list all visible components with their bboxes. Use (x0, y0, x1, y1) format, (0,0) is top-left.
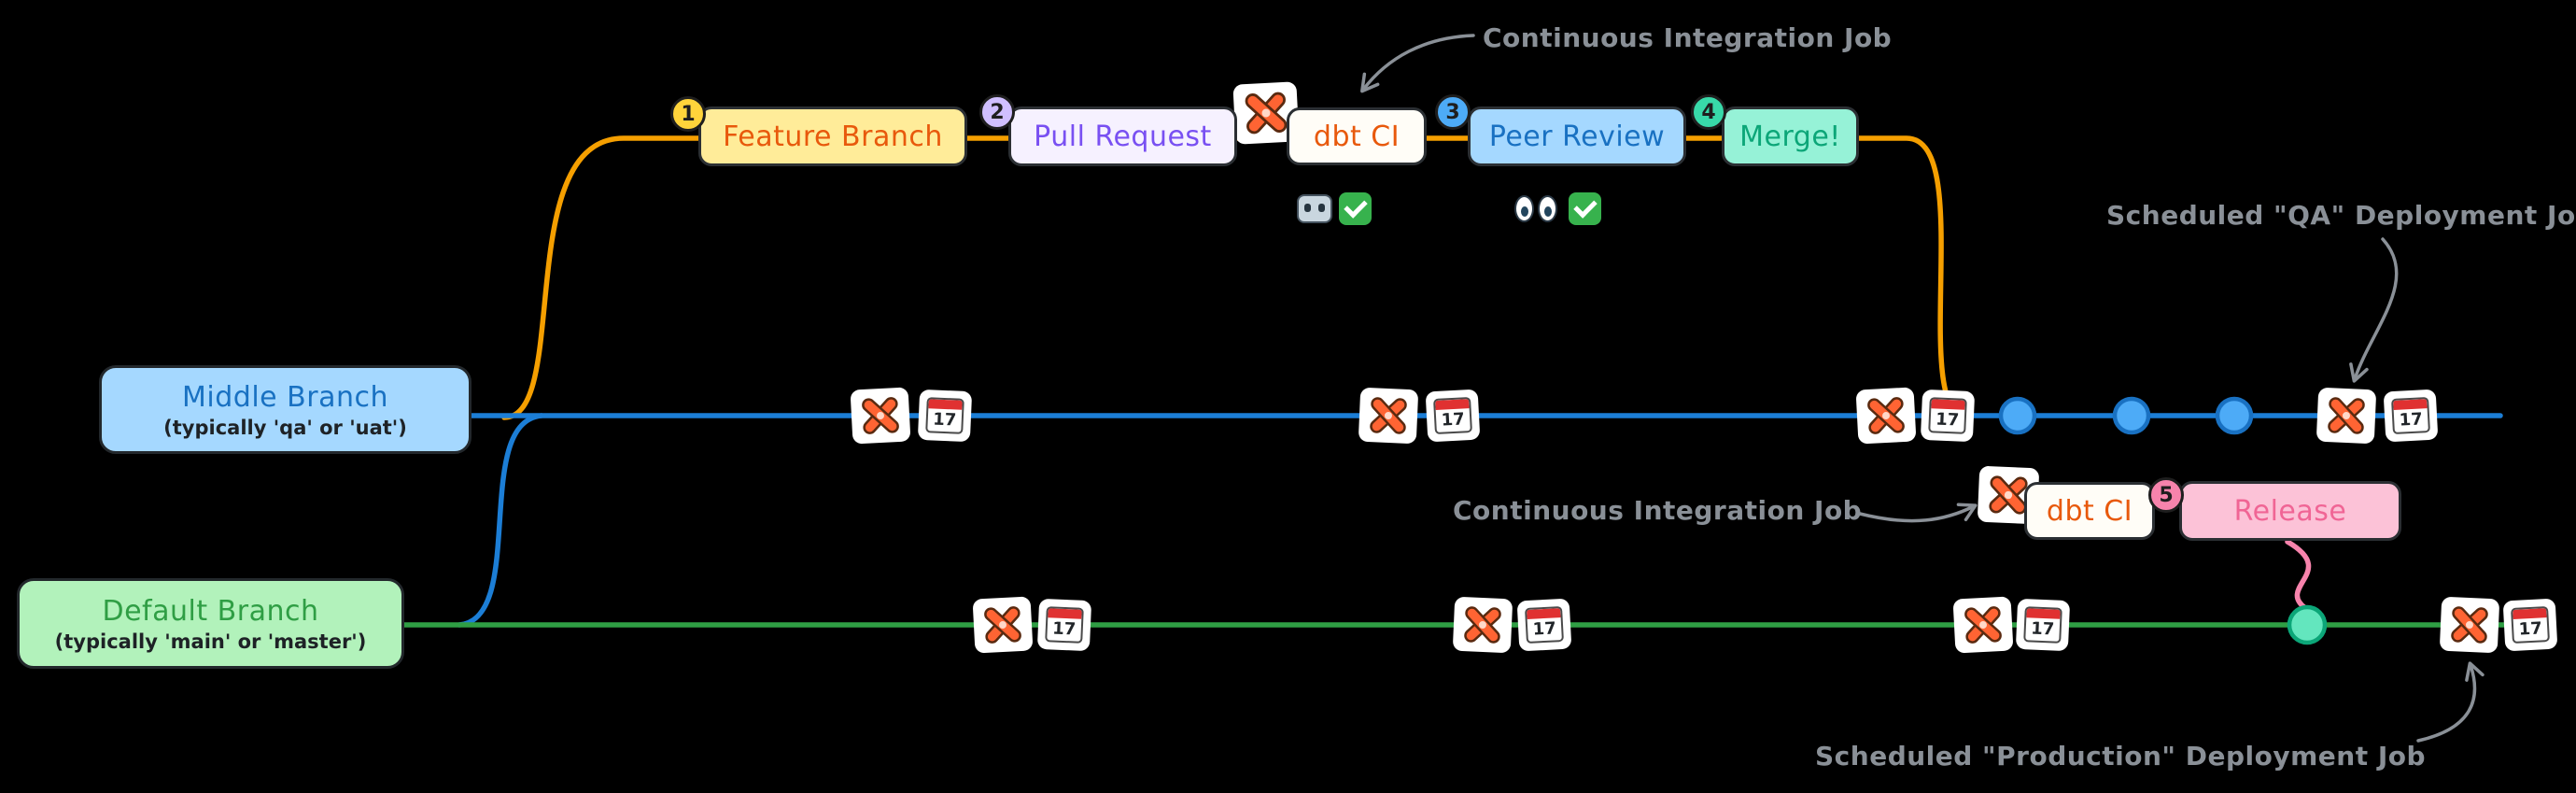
dbt-job-patch (1358, 387, 1419, 445)
step-1-badge: 1 (670, 96, 706, 132)
middle-branch-title: Middle Branch (182, 380, 388, 414)
dbt-logo-icon (984, 606, 1021, 644)
calendar-icon: 17 (2023, 606, 2062, 644)
peer-review-box: Peer Review (1468, 106, 1686, 166)
dbt-logo-icon (1867, 397, 1905, 434)
prod-deploy-arrow (2416, 661, 2485, 743)
commit-node (2215, 396, 2254, 435)
dbt-job-patch (2316, 387, 2377, 445)
dbt-job-patch (1452, 596, 1513, 654)
middle-branch-box: Middle Branch (typically 'qa' or 'uat') (99, 365, 472, 454)
calendar-day: 17 (1051, 618, 1077, 640)
calendar-icon: 17 (1928, 397, 1967, 434)
merge-box: Merge! (1722, 106, 1859, 166)
dbt-job-patch (2439, 596, 2500, 654)
calendar-day: 17 (2518, 618, 2543, 640)
step-5-number: 5 (2159, 483, 2174, 507)
default-branch-title: Default Branch (102, 594, 319, 628)
dbt-logo-patch (1232, 81, 1300, 145)
middle-branch-fork-line (457, 413, 544, 628)
commit-node (1998, 396, 2037, 435)
calendar-icon: 17 (925, 397, 964, 434)
step-5-badge: 5 (2148, 477, 2184, 513)
calendar-day: 17 (932, 409, 957, 431)
release-box: Release (2179, 481, 2401, 541)
calendar-patch: 17 (2502, 598, 2558, 652)
qa-deploy-arrow (2349, 237, 2399, 383)
calendar-icon: 17 (1045, 606, 1084, 644)
dbt-ci-mid-label: dbt CI (2046, 494, 2133, 528)
default-branch-box: Default Branch (typically 'main' or 'mas… (17, 578, 404, 669)
commit-node (2112, 396, 2151, 435)
calendar-patch: 17 (1425, 389, 1481, 443)
step-4-badge: 4 (1691, 94, 1726, 130)
calendar-patch: 17 (2015, 598, 2071, 652)
pull-request-label: Pull Request (1034, 120, 1212, 153)
eye-right (1538, 195, 1557, 222)
dbt-ci-mid-box: dbt CI (2024, 482, 2155, 540)
peer-review-label: Peer Review (1488, 120, 1666, 153)
step-3-number: 3 (1445, 100, 1460, 124)
step-4-number: 4 (1701, 100, 1716, 124)
dbt-logo-icon (1370, 397, 1407, 434)
prod-deploy-note: Scheduled "Production" Deployment Job (1815, 741, 2427, 772)
ci-mid-note: Continuous Integration Job (1453, 495, 1863, 526)
step-2-badge: 2 (979, 94, 1015, 130)
calendar-day: 17 (1532, 618, 1557, 640)
dbt-logo-patch (1977, 465, 2040, 525)
robot-icon (1297, 194, 1332, 223)
dbt-ci-top-box: dbt CI (1287, 107, 1427, 165)
calendar-patch: 17 (1516, 598, 1572, 652)
ci-mid-arrow (1858, 503, 1978, 523)
calendar-icon: 17 (2391, 396, 2430, 435)
feature-flow-line (501, 135, 1971, 420)
middle-branch-subtitle: (typically 'qa' or 'uat') (163, 416, 407, 439)
default-branch-subtitle: (typically 'main' or 'master') (54, 630, 367, 653)
calendar-icon: 17 (1433, 396, 1472, 435)
dbt-logo-icon (1989, 475, 2028, 515)
calendar-icon: 17 (1525, 605, 1564, 644)
release-label: Release (2233, 494, 2347, 528)
dbt-job-patch (1952, 596, 2014, 654)
merge-label: Merge! (1739, 120, 1841, 153)
qa-deploy-note: Scheduled "QA" Deployment Job (2106, 200, 2576, 231)
release-commit-node (2287, 604, 2328, 645)
ci-top-arrow (1360, 34, 1475, 93)
calendar-icon: 17 (2511, 605, 2550, 644)
calendar-patch: 17 (2383, 389, 2439, 443)
step-1-number: 1 (681, 102, 696, 126)
dbt-logo-icon (2328, 397, 2365, 434)
calendar-day: 17 (2030, 618, 2055, 640)
eyes-icon (1514, 195, 1561, 223)
step-2-number: 2 (990, 100, 1005, 124)
pull-request-box: Pull Request (1008, 106, 1237, 166)
dbt-logo-icon (1245, 92, 1288, 135)
dbt-job-patch (850, 387, 911, 445)
dbt-logo-icon (1464, 606, 1501, 644)
release-line (2285, 539, 2312, 611)
dbt-ci-top-label: dbt CI (1313, 120, 1401, 153)
dbt-logo-icon (862, 397, 899, 434)
dbt-job-patch (972, 596, 1034, 654)
ci-top-note: Continuous Integration Job (1483, 22, 1893, 53)
calendar-day: 17 (1935, 409, 1960, 431)
dbt-logo-icon (2451, 606, 2488, 644)
dbt-job-patch (1855, 387, 1917, 445)
calendar-patch: 17 (917, 389, 973, 443)
feature-branch-label: Feature Branch (723, 120, 943, 153)
dbt-logo-icon (1964, 606, 2002, 644)
eye-left (1514, 195, 1534, 222)
calendar-patch: 17 (1920, 389, 1976, 443)
feature-branch-box: Feature Branch (698, 106, 967, 166)
checkmark-icon (1339, 192, 1372, 225)
calendar-patch: 17 (1036, 598, 1092, 652)
checkmark-icon (1569, 192, 1601, 225)
step-3-badge: 3 (1435, 94, 1471, 130)
calendar-day: 17 (2399, 409, 2424, 431)
calendar-day: 17 (1441, 409, 1466, 431)
